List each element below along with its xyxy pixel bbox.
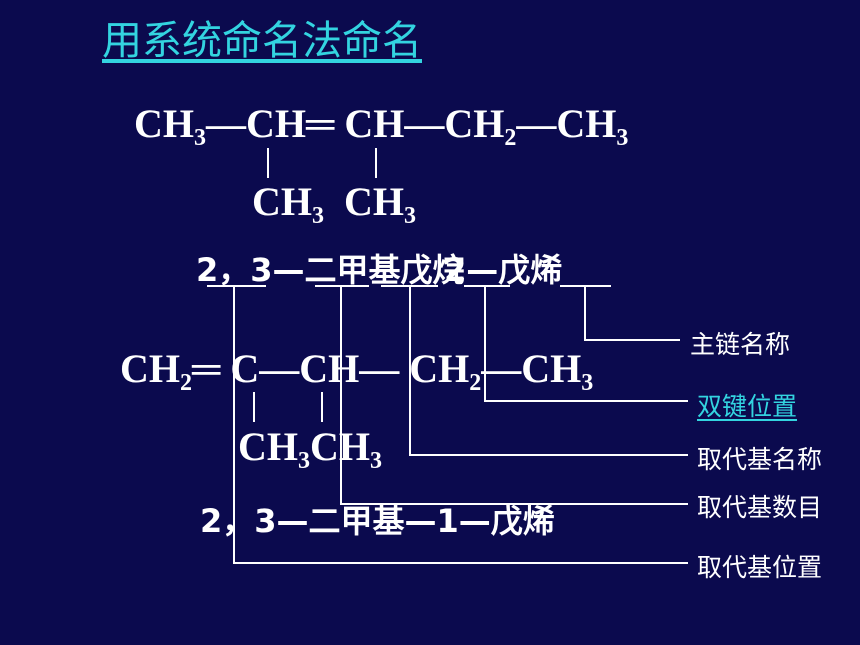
m1-ch-2: CH [344, 101, 405, 146]
callout-substituent-name: 取代基名称 [697, 445, 823, 474]
m1-ch2: CH2 [444, 101, 517, 151]
connector-substituent-name [409, 286, 688, 456]
callout-substituent-count: 取代基数目 [697, 493, 823, 522]
m2-ch3: CH3 [521, 346, 594, 396]
m2-ch2-2: CH2 [409, 346, 482, 396]
m1-branch-ch3-2: CH3 [344, 179, 416, 229]
m1-branch-ch3-1: CH3 [252, 179, 324, 229]
single-bond: — [516, 101, 557, 146]
molecule2-name: 2，3—二甲基—1—戊烯 [200, 502, 555, 540]
m2-ch2: CH2 [120, 346, 192, 396]
molecule1-branches: CH3 CH3 [252, 178, 416, 230]
page-title: 用系统命名法命名 [102, 18, 422, 64]
connector-double-bond [484, 286, 688, 402]
molecule2-main-chain: CH2═ C—CH— CH2—CH3 [120, 345, 593, 397]
m2-ch: CH [299, 346, 360, 391]
callout-main-chain-name: 主链名称 [690, 330, 791, 359]
double-bond: ═ [306, 101, 335, 146]
connector-substituent-position [233, 286, 688, 564]
single-bond: — [404, 101, 445, 146]
single-bond: — [481, 346, 522, 391]
single-bond: — [259, 346, 300, 391]
m1-ch3-left: CH3 [134, 101, 206, 151]
connector-substituent-count [340, 286, 688, 505]
single-bond: — [359, 346, 400, 391]
m1-ch3-right: CH3 [556, 101, 629, 151]
connector-main-chain [584, 286, 680, 341]
molecule1-name-alkene-overlay: 2—戊烯 [444, 251, 563, 289]
double-bond: ═ [192, 346, 221, 391]
m1-ch-1: CH [246, 101, 306, 146]
molecule1-name-alkane: 2，3—二甲基戊烷 [196, 251, 465, 289]
m2-branch-ch3-1: CH3 [238, 424, 310, 474]
single-bond: — [206, 101, 246, 146]
m2-c: C [230, 346, 260, 391]
molecule1-main-chain: CH3—CH═ CH—CH2—CH3 [134, 100, 628, 152]
callout-substituent-position: 取代基位置 [697, 553, 823, 582]
callout-double-bond-position[interactable]: 双键位置 [697, 392, 798, 421]
